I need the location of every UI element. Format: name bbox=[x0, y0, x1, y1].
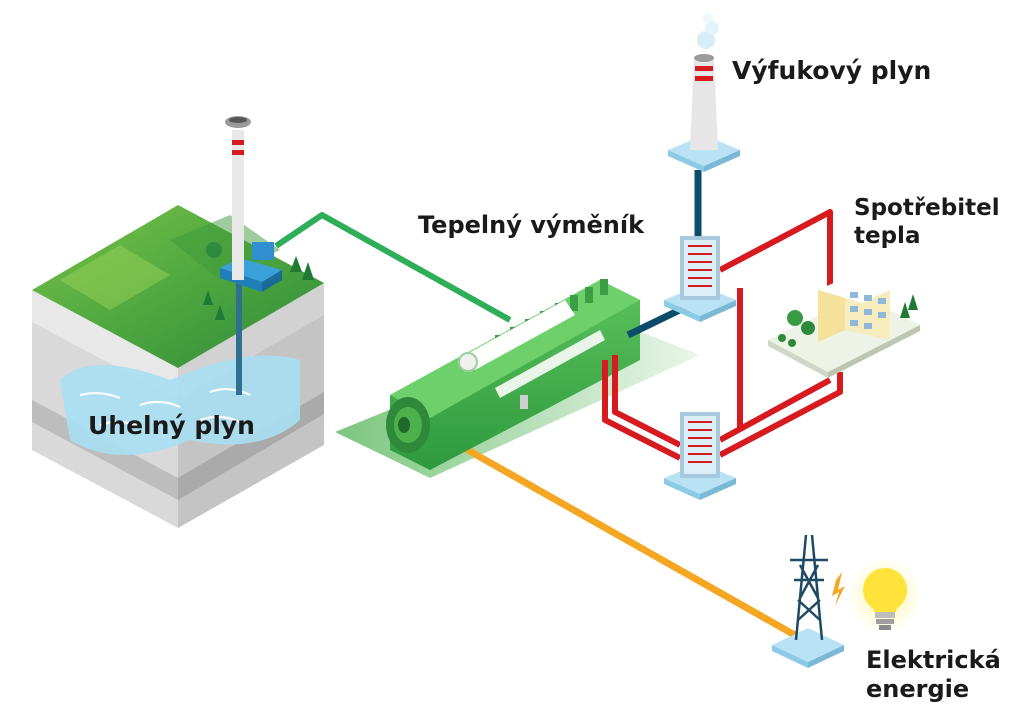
electric-energy-label-line1: Elektrická bbox=[866, 646, 1001, 674]
transmission-tower bbox=[772, 534, 845, 668]
exhaust-gas-label: Výfukový plyn bbox=[732, 56, 932, 85]
heat-exchanger-label: Tepelný výměník bbox=[418, 211, 645, 239]
gas-engine bbox=[386, 279, 640, 470]
exhaust-chimney bbox=[668, 13, 740, 172]
heat-exchanger-upper bbox=[664, 236, 736, 322]
heat-exchanger-lower bbox=[664, 412, 736, 500]
heat-consumer-building bbox=[768, 278, 920, 378]
electric-energy-label-line2: energie bbox=[866, 675, 970, 703]
power-line bbox=[446, 436, 804, 642]
ground-block bbox=[32, 116, 324, 528]
heat-consumer-label-line1: Spotřebitel bbox=[854, 195, 1000, 221]
gas-pipe bbox=[274, 212, 512, 323]
heat-consumer-label-line2: tepla bbox=[854, 223, 921, 249]
coal-gas-label: Uhelný plyn bbox=[88, 411, 255, 440]
lightbulb-icon bbox=[847, 557, 923, 633]
